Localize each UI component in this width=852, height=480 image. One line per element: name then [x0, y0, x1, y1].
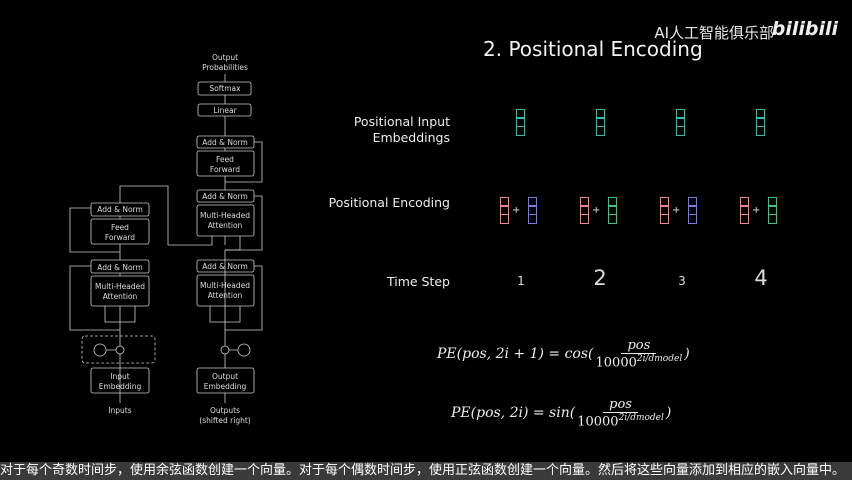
- row-label-input-embeddings: Positional Input Embeddings: [353, 114, 450, 145]
- linear-box: [197, 103, 252, 117]
- input-embedding-vector: [756, 108, 765, 136]
- softmax-label: Softmax: [209, 84, 241, 93]
- decoder-ff-2: Forward: [210, 165, 240, 174]
- inputs-label: Inputs: [108, 406, 131, 415]
- input-embedding-vector: [516, 108, 525, 136]
- output-probabilities-label-2: Probabilities: [202, 63, 248, 72]
- encoder-ff-2: Forward: [105, 233, 135, 242]
- plus-sign: +: [752, 205, 761, 216]
- subtitle-bar: 对于每个奇数时间步，使用余弦函数创建一个向量。对于每个偶数时间步，使用正弦函数创…: [0, 462, 852, 480]
- input-embedding-1: Input: [110, 372, 129, 381]
- sin-encoding-vector: [528, 196, 537, 224]
- formula-sin-lhs: PE(pos, 2i) = sin(: [451, 405, 576, 422]
- channel-watermark: AI人工智能俱乐部: [654, 24, 774, 42]
- linear-label: Linear: [213, 106, 237, 115]
- cos-encoding-vector: [608, 196, 617, 224]
- position-vector: [500, 196, 509, 224]
- encoder-add-norm-1: Add & Norm: [97, 263, 143, 272]
- output-probabilities-label: Output: [212, 53, 238, 62]
- time-step-4: 4: [754, 266, 768, 290]
- decoder-cross-mha-1: Multi-Headed: [200, 211, 250, 220]
- encoder-add-norm-2: Add & Norm: [97, 205, 143, 214]
- formula-cos-rhs: ): [684, 346, 690, 363]
- outputs-shifted-label: (shifted right): [199, 416, 251, 425]
- decoder-add-norm-2: Add & Norm: [202, 192, 248, 201]
- output-embedding-1: Output: [212, 372, 238, 381]
- time-step-1: 1: [517, 274, 525, 288]
- decoder-mha-2: Attention: [208, 291, 243, 300]
- output-embedding-2: Embedding: [204, 382, 247, 391]
- input-embedding-2: Embedding: [99, 382, 142, 391]
- time-step-2: 2: [593, 266, 607, 290]
- formula-cos-lhs: PE(pos, 2i + 1) = cos(: [437, 346, 594, 363]
- position-vector: [740, 196, 749, 224]
- position-vector: [660, 196, 669, 224]
- formula-sin-rhs: ): [665, 405, 672, 422]
- decoder-add-norm-1: Add & Norm: [202, 262, 248, 271]
- row-label-positional-encoding: Positional Encoding: [328, 195, 450, 210]
- position-vector: [580, 196, 589, 224]
- encoder-mha-1: Multi-Headed: [95, 282, 145, 291]
- formula-cos-num: pos: [621, 338, 657, 354]
- row-label-time-step: Time Step: [386, 274, 450, 289]
- sin-encoding-vector: [688, 196, 697, 224]
- plus-sign: +: [672, 205, 681, 216]
- decoder-cross-mha-2: Attention: [208, 221, 243, 230]
- plus-sign: +: [512, 205, 521, 216]
- formula-cos-den: 10000: [595, 355, 637, 371]
- formula-sin-den: 10000: [577, 414, 619, 430]
- decoder-ff-1: Feed: [216, 155, 234, 164]
- input-embedding-vector: [596, 108, 605, 136]
- decoder-mha-1: Multi-Headed: [200, 281, 250, 290]
- formula-sin-num: pos: [603, 397, 638, 413]
- input-embedding-vector: [676, 108, 685, 136]
- formula-sin-exp: 2i/dmodel: [618, 413, 664, 423]
- slide-title: 2. Positional Encoding: [483, 37, 703, 61]
- decoder-add-norm-3: Add & Norm: [202, 138, 248, 147]
- plus-sign: +: [592, 205, 601, 216]
- cos-encoding-vector: [768, 196, 777, 224]
- softmax-box: [197, 81, 252, 96]
- transformer-diagram: Output Probabilities Softmax Linear Add …: [69, 53, 263, 425]
- encoder-ff-1: Feed: [111, 223, 129, 232]
- outputs-label: Outputs: [210, 406, 240, 415]
- formula-cos-exp: 2i/dmodel: [636, 354, 683, 364]
- encoder-mha-2: Attention: [103, 292, 138, 301]
- bilibili-logo: bilibili: [771, 18, 838, 40]
- time-step-3: 3: [678, 274, 686, 288]
